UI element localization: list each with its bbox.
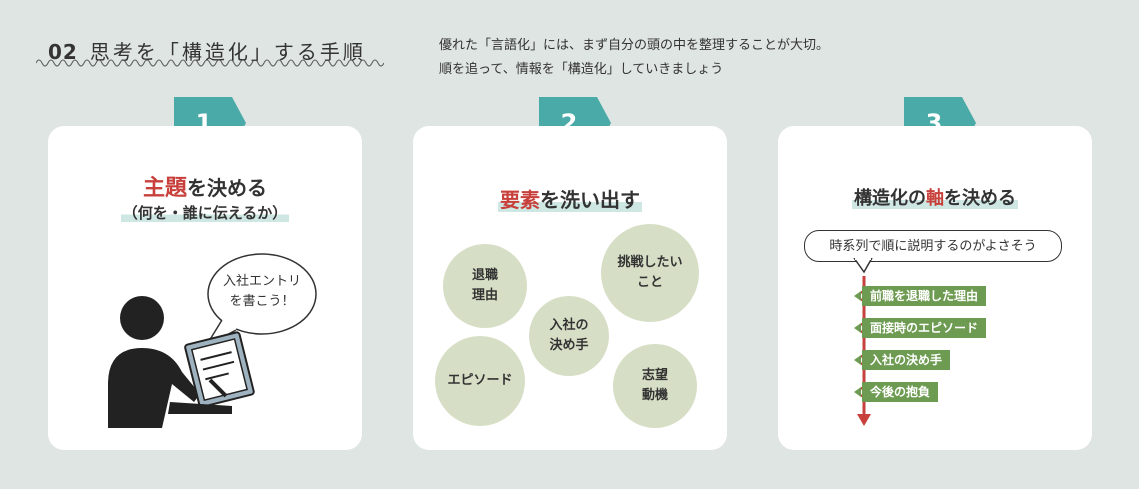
element-line-1: エピソード: [447, 373, 513, 388]
timeline-item: 今後の抱負: [862, 382, 939, 402]
step-1-title: 主題を決める: [48, 170, 362, 202]
element-line-2: こと: [636, 275, 663, 290]
element-circle: 志望動機: [613, 344, 697, 428]
header-description: 優れた「言語化」には、まず自分の頭の中を整理することが大切。 順を追って、情報を…: [439, 34, 829, 82]
timeline-item: 前職を退職した理由: [862, 286, 987, 306]
step-3-title-emphasis: 軸: [926, 188, 944, 209]
description-line-2: 順を追って、情報を「構造化」していきましょう: [439, 62, 724, 77]
step-2-title: 要素を洗い出す: [413, 184, 727, 213]
element-line-2: 動機: [641, 388, 668, 403]
element-circle: 挑戦したいこと: [601, 224, 699, 322]
person-writing-icon: [108, 296, 255, 428]
bubble-line-1: 入社エントリ: [222, 274, 301, 289]
step-3-title-rest: を決める: [944, 188, 1016, 209]
step-3-card: 構造化の軸を決める 時系列で順に説明するのがよさそう 前職を退職した理由 面接時…: [778, 126, 1092, 450]
step-1-subtitle-text: （何を・誰に伝えるか）: [120, 204, 290, 222]
element-circle: 入社の決め手: [529, 296, 609, 376]
label-pointer-icon: [854, 355, 861, 365]
element-line-1: 志望: [641, 368, 668, 383]
speech-bubble-text: 入社エントリ を書こう！: [208, 272, 316, 312]
label-pointer-icon: [854, 291, 861, 301]
dotted-divider: [36, 59, 384, 67]
element-line-1: 入社の: [549, 318, 589, 333]
speech-tail-icon: [853, 258, 873, 274]
element-circle: エピソード: [435, 336, 525, 426]
axis-speech-bubble: [804, 230, 1062, 262]
timeline-item: 面接時のエピソード: [862, 318, 987, 338]
step-1-subtitle: （何を・誰に伝えるか）: [48, 202, 362, 223]
label-pointer-icon: [854, 387, 861, 397]
element-line-2: 決め手: [549, 338, 589, 353]
axis-bubble-text: 時系列で順に説明するのがよさそう: [829, 239, 1037, 254]
description-line-1: 優れた「言語化」には、まず自分の頭の中を整理することが大切。: [439, 38, 830, 53]
step-1-card: 主題を決める （何を・誰に伝えるか） 入社エントリ を書こう！: [48, 126, 362, 450]
step-2-title-rest: を洗い出す: [540, 188, 640, 212]
element-line-1: 挑戦したい: [617, 255, 683, 270]
step-2-title-emphasis: 要素: [500, 188, 540, 212]
element-line-1: 退職: [471, 268, 498, 283]
step-3-title-pre: 構造化の: [854, 188, 926, 209]
element-line-2: 理由: [471, 288, 498, 303]
label-pointer-icon: [854, 323, 861, 333]
step-1-title-rest: を決める: [187, 176, 267, 200]
element-circle: 退職理由: [443, 244, 527, 328]
step-3-title: 構造化の軸を決める: [778, 184, 1092, 210]
step-1-title-emphasis: 主題: [142, 176, 187, 201]
bubble-line-2: を書こう！: [229, 294, 295, 309]
speech-bubble: [203, 253, 317, 348]
timeline-item: 入社の決め手: [862, 350, 951, 370]
step-2-card: 要素を洗い出す 退職理由 挑戦したいこと 入社の決め手 エピソード 志望動機: [413, 126, 727, 450]
